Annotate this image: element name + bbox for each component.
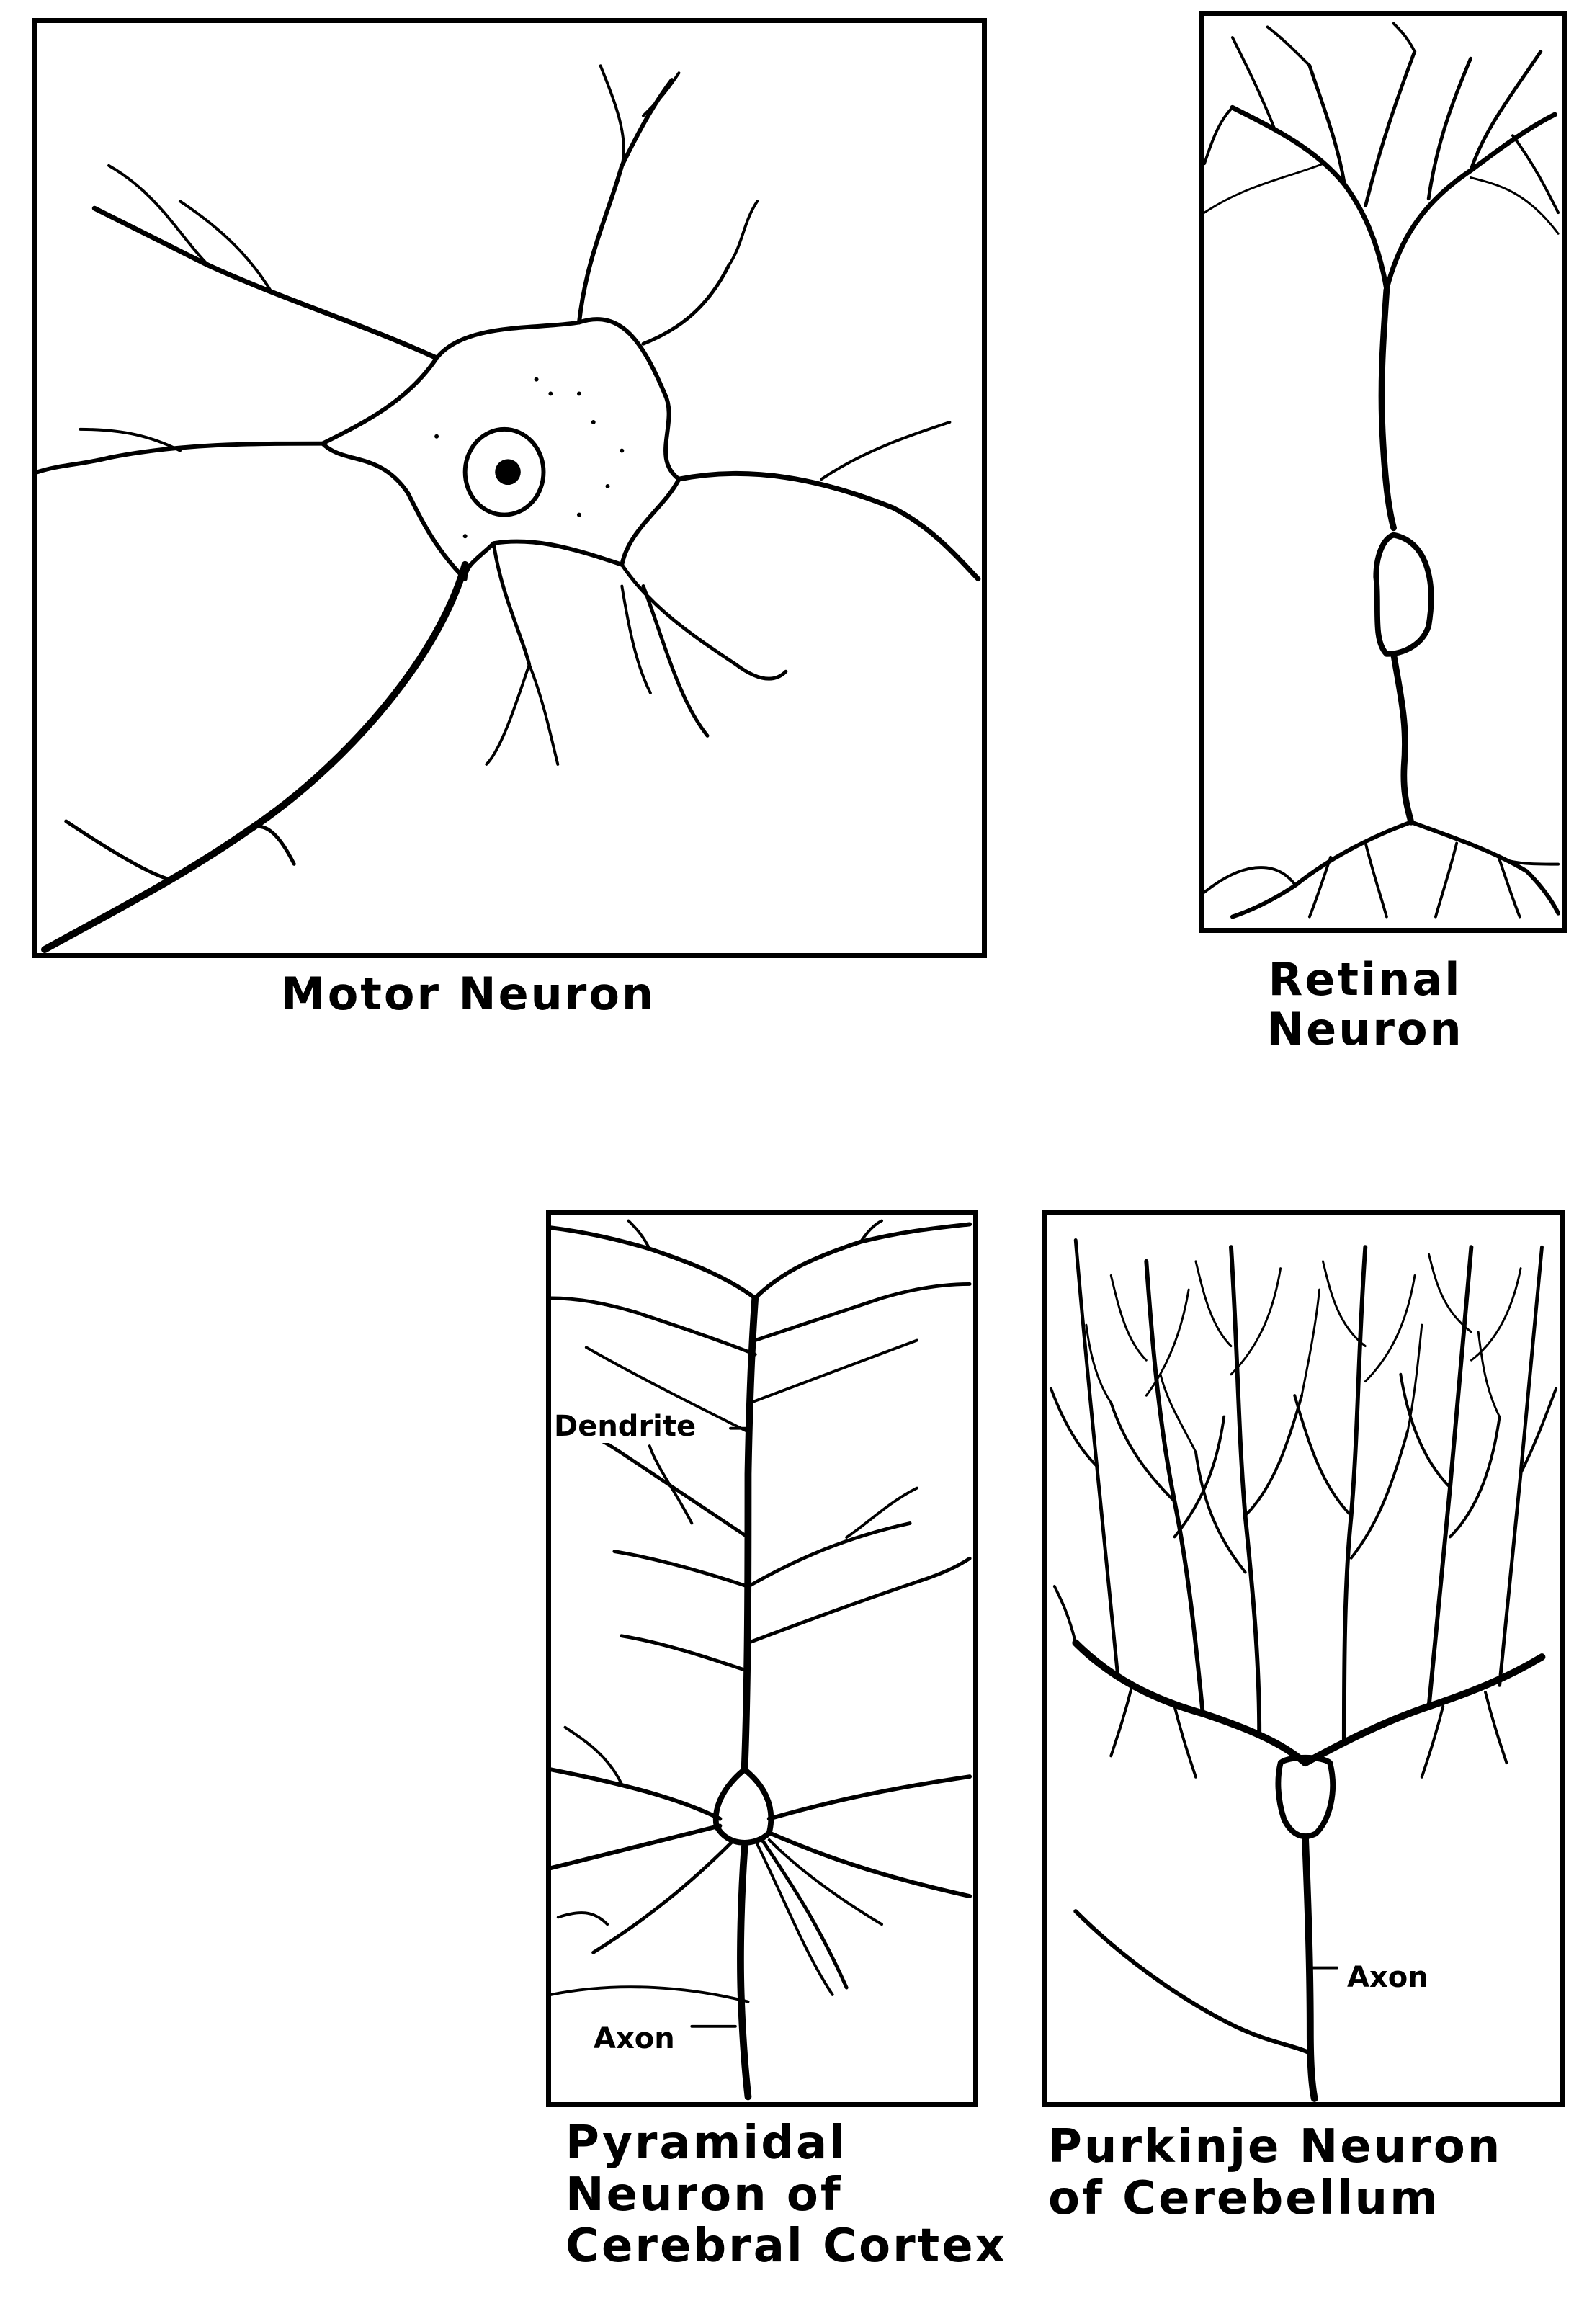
motor-granules xyxy=(434,377,624,539)
pyramidal-dendrite-label: Dendrite xyxy=(551,1410,699,1443)
purkinje-axon-label: Axon xyxy=(1344,1961,1431,1994)
retinal-neuron-drawing xyxy=(1204,16,1562,928)
pyramidal-caption-line3: Cerebral Cortex xyxy=(565,2221,1007,2273)
purkinje-dendritic-tree xyxy=(1051,1240,1556,1776)
purkinje-neuron-panel: Axon xyxy=(1042,1210,1565,2107)
purkinje-neuron-drawing xyxy=(1047,1215,1560,2102)
pyramidal-neuron-panel: Dendrite Axon xyxy=(546,1210,978,2107)
retinal-neuron-panel xyxy=(1199,11,1567,933)
retinal-caption-line2: Neuron xyxy=(1246,1004,1484,1054)
motor-soma xyxy=(323,319,679,579)
motor-neuron-drawing xyxy=(37,23,982,953)
pyramidal-neuron-drawing xyxy=(551,1215,973,2102)
retinal-caption-line1: Retinal xyxy=(1246,955,1484,1004)
purkinje-soma xyxy=(1278,1758,1333,1836)
purkinje-caption-line1: Purkinje Neuron xyxy=(1048,2122,1502,2173)
retinal-soma xyxy=(1376,535,1431,654)
pyramidal-apical-dendrite xyxy=(745,1298,756,1769)
pyramidal-caption-line2: Neuron of xyxy=(565,2170,1007,2222)
motor-axon xyxy=(45,565,465,949)
retinal-neuron-caption: Retinal Neuron xyxy=(1246,955,1484,1055)
pyramidal-axon-label: Axon xyxy=(591,2022,678,2055)
motor-neuron-panel xyxy=(32,18,987,958)
pyramidal-axon xyxy=(741,1847,748,2097)
pyramidal-soma xyxy=(716,1769,772,1843)
pyramidal-neuron-caption: Pyramidal Neuron of Cerebral Cortex xyxy=(565,2118,1007,2273)
motor-nucleolus xyxy=(495,459,521,485)
motor-neuron-caption: Motor Neuron xyxy=(281,969,656,1019)
pyramidal-caption-line1: Pyramidal xyxy=(565,2118,1007,2170)
purkinje-neuron-caption: Purkinje Neuron of Cerebellum xyxy=(1048,2122,1502,2225)
purkinje-caption-line2: of Cerebellum xyxy=(1048,2173,1502,2225)
